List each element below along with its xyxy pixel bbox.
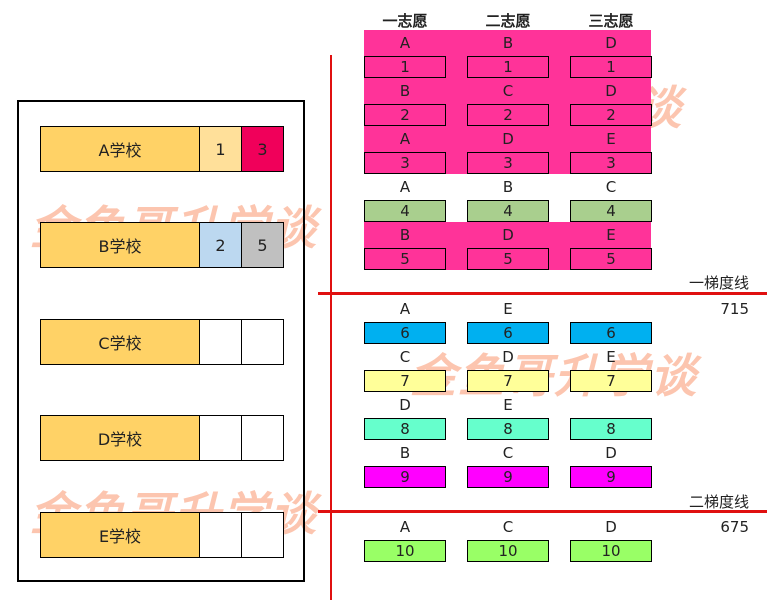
header-choice-1: 一志愿: [382, 12, 428, 30]
school-slot: 1: [200, 126, 242, 172]
student-rank-box: 4: [467, 200, 549, 222]
student-rank-box: 9: [570, 466, 652, 488]
student-choice-letter: C: [605, 178, 617, 196]
tier-line-1: [318, 292, 767, 295]
student-rank-box: 4: [570, 200, 652, 222]
student-rank-box: 10: [364, 540, 446, 562]
student-rank-box: 10: [467, 540, 549, 562]
student-rank-box: 3: [364, 152, 446, 174]
student-rank-box: 7: [570, 370, 652, 392]
student-choice-letter: A: [399, 178, 411, 196]
student-rank-box: 5: [467, 248, 549, 270]
student-choice-letter: E: [606, 226, 616, 244]
school-name: A学校: [40, 126, 200, 172]
school-slot: [242, 512, 284, 558]
student-rank-box: 6: [570, 322, 652, 344]
student-rank-box: 6: [467, 322, 549, 344]
student-choice-letter: B: [502, 34, 514, 52]
student-choice-letter: B: [399, 226, 411, 244]
student-choice-letter: D: [502, 348, 514, 366]
student-choice-letter: C: [399, 348, 411, 366]
school-slot: [200, 319, 242, 365]
student-choice-letter: A: [399, 300, 411, 318]
student-choice-letter: B: [399, 444, 411, 462]
student-rank-box: 5: [570, 248, 652, 270]
student-rank-box: 10: [570, 540, 652, 562]
school-row: C学校: [40, 319, 284, 365]
student-choice-letter: D: [502, 226, 514, 244]
student-choice-letter: D: [502, 130, 514, 148]
school-name: C学校: [40, 319, 200, 365]
student-rank-box: 2: [467, 104, 549, 126]
school-name: B学校: [40, 222, 200, 268]
student-rank-box: 5: [364, 248, 446, 270]
watermark-middle-right: 金鱼哥升学谈: [410, 349, 698, 403]
school-name: E学校: [40, 512, 200, 558]
school-row: E学校: [40, 512, 284, 558]
schools-panel: [17, 100, 305, 582]
student-choice-letter: E: [503, 300, 513, 318]
student-rank-box: 2: [570, 104, 652, 126]
student-choice-letter: D: [605, 82, 617, 100]
admitted-highlight-top: [364, 30, 651, 174]
header-choice-2: 二志愿: [485, 12, 531, 30]
school-slot: [242, 415, 284, 461]
student-choice-letter: D: [605, 444, 617, 462]
school-slot: 3: [242, 126, 284, 172]
tier-line-2-score: 675: [720, 518, 749, 536]
student-rank-box: 7: [467, 370, 549, 392]
student-rank-box: 8: [364, 418, 446, 440]
student-choice-letter: D: [399, 396, 411, 414]
student-choice-letter: B: [399, 82, 411, 100]
tier-line-2: [318, 510, 767, 513]
school-name: D学校: [40, 415, 200, 461]
student-choice-letter: A: [399, 130, 411, 148]
student-choice-letter: C: [502, 82, 514, 100]
student-choice-letter: E: [606, 348, 616, 366]
student-choice-letter: E: [503, 396, 513, 414]
student-rank-box: 8: [570, 418, 652, 440]
header-choice-3: 三志愿: [588, 12, 634, 30]
student-rank-box: 6: [364, 322, 446, 344]
tier-line-1-score: 715: [720, 300, 749, 318]
student-rank-box: 3: [467, 152, 549, 174]
tier-line-2-name: 二梯度线: [688, 493, 749, 511]
school-slot: 5: [242, 222, 284, 268]
student-choice-letter: C: [502, 518, 514, 536]
student-choice-letter: A: [399, 34, 411, 52]
student-choice-letter: D: [605, 518, 617, 536]
student-choice-letter: C: [502, 444, 514, 462]
school-slot: [200, 415, 242, 461]
student-rank-box: 9: [467, 466, 549, 488]
student-choice-letter: D: [605, 34, 617, 52]
student-choice-letter: A: [399, 518, 411, 536]
student-rank-box: 3: [570, 152, 652, 174]
school-slot: 2: [200, 222, 242, 268]
school-slot: [200, 512, 242, 558]
vertical-divider: [330, 55, 332, 600]
student-rank-box: 1: [467, 56, 549, 78]
tier-line-1-name: 一梯度线: [688, 274, 749, 292]
student-rank-box: 2: [364, 104, 446, 126]
school-slot: [242, 319, 284, 365]
student-rank-box: 7: [364, 370, 446, 392]
school-row: D学校: [40, 415, 284, 461]
student-rank-box: 8: [467, 418, 549, 440]
student-rank-box: 9: [364, 466, 446, 488]
student-rank-box: 4: [364, 200, 446, 222]
student-choice-letter: E: [606, 130, 616, 148]
student-rank-box: 1: [570, 56, 652, 78]
student-choice-letter: B: [502, 178, 514, 196]
student-rank-box: 1: [364, 56, 446, 78]
